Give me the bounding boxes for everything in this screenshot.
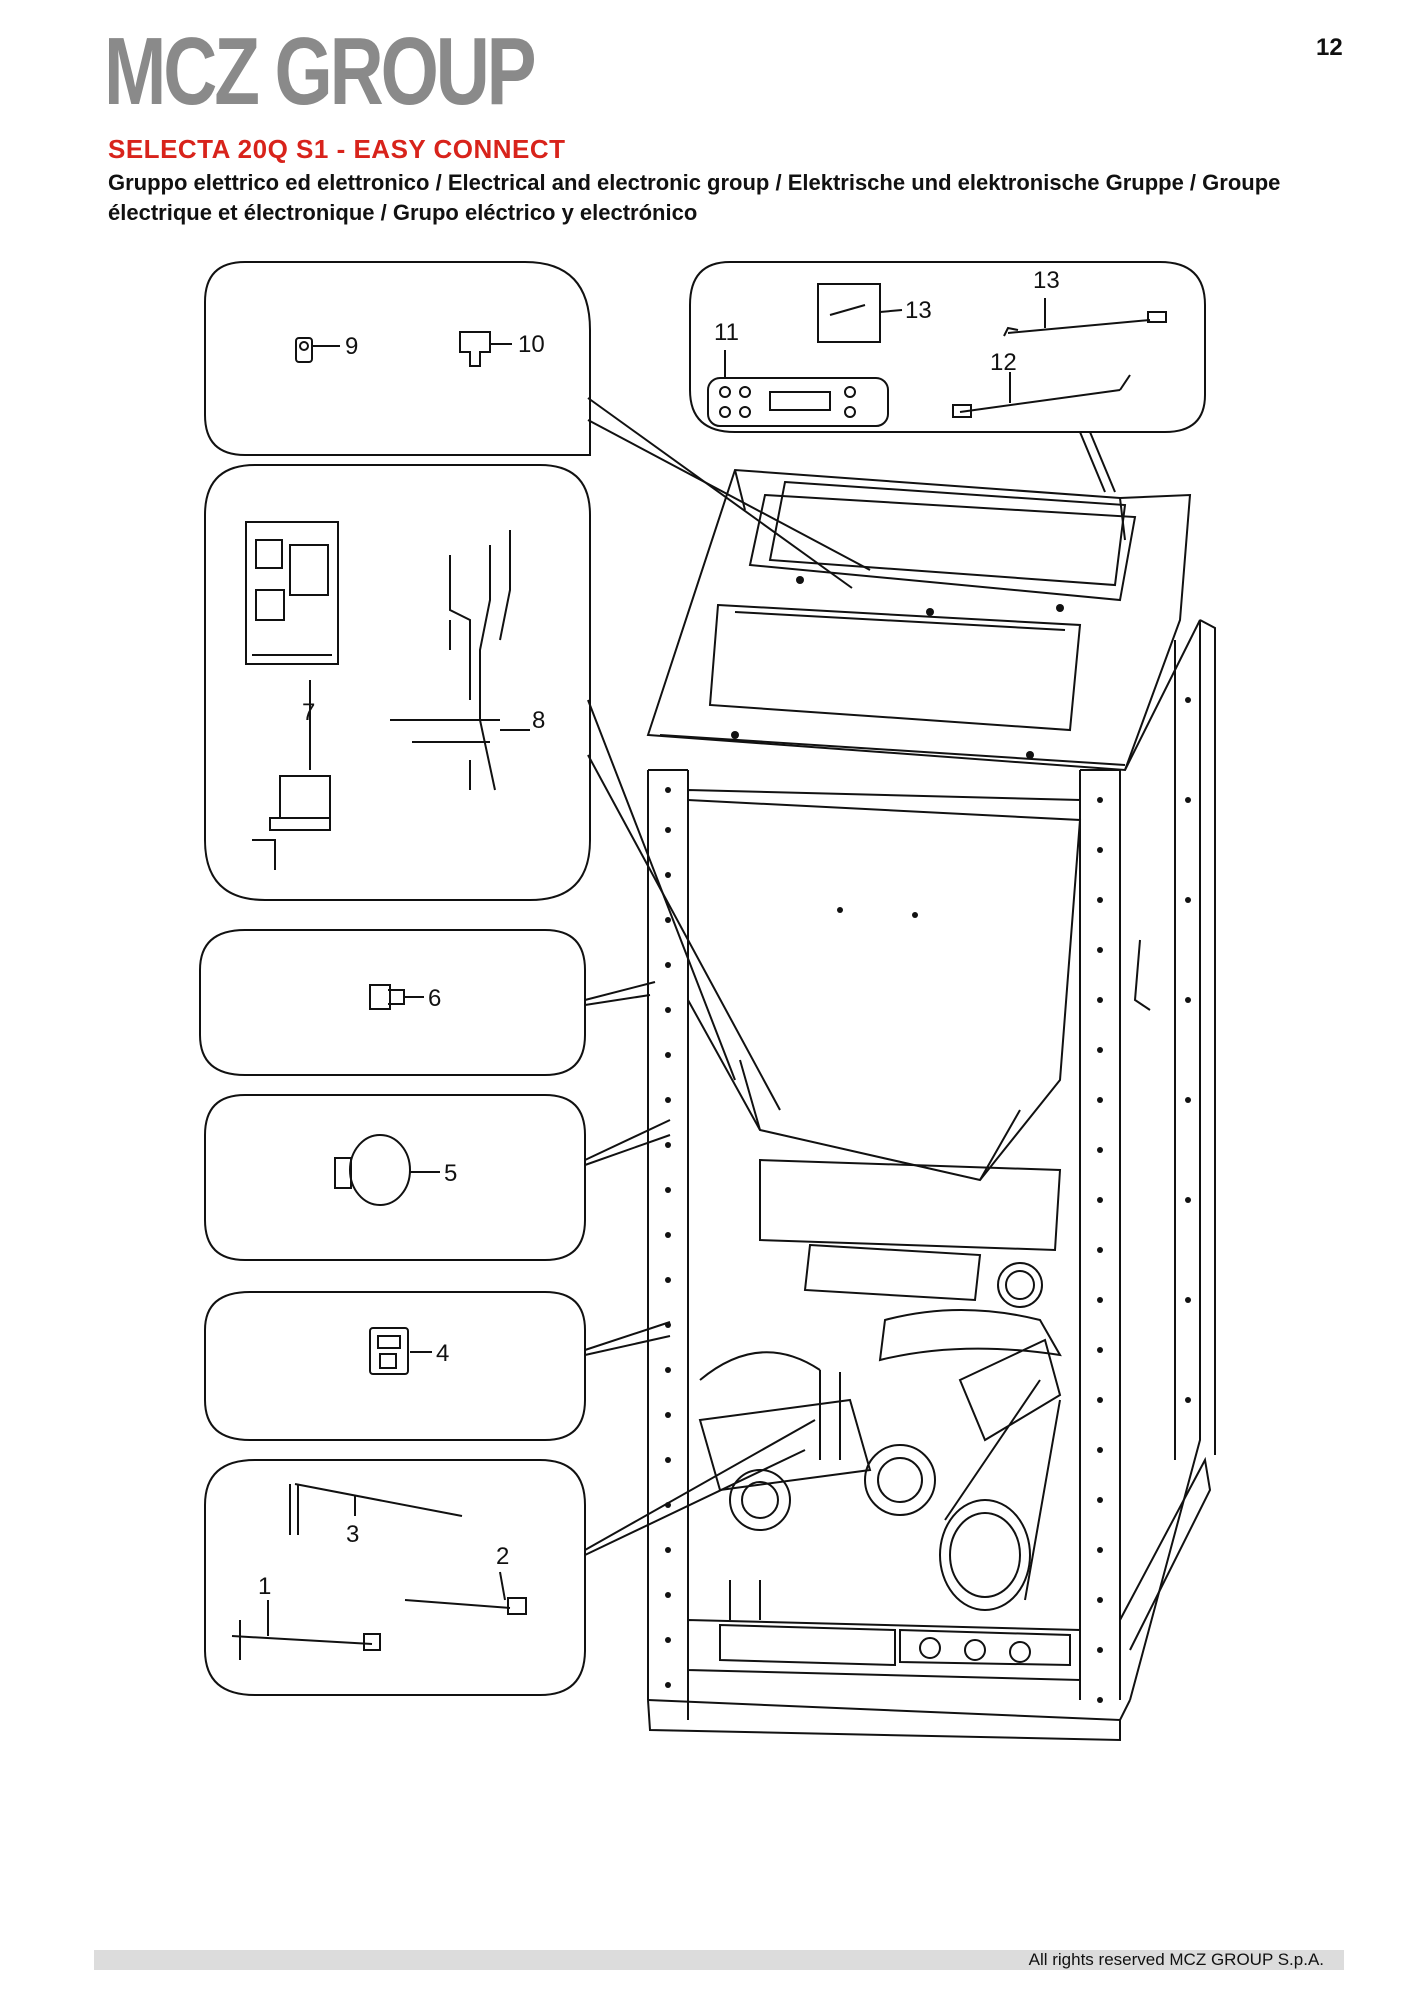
footer-copyright: All rights reserved MCZ GROUP S.p.A. <box>1028 1950 1324 1969</box>
callout-13-cable: 13 <box>1033 267 1060 294</box>
callout-7: 7 <box>302 699 315 726</box>
callout-5: 5 <box>444 1160 457 1187</box>
bubble-sensors <box>204 261 591 456</box>
footer-bar <box>94 1950 1344 1970</box>
callout-12: 12 <box>990 349 1017 376</box>
bubble-electronics <box>204 464 591 901</box>
callout-6: 6 <box>428 985 441 1012</box>
callout-2: 2 <box>496 1543 509 1570</box>
mcz-group-logo: MCZ GROUP <box>104 18 537 125</box>
bubble-display <box>689 261 1206 433</box>
bubble-probes <box>204 1459 586 1696</box>
callout-4: 4 <box>436 1340 449 1367</box>
callout-10: 10 <box>518 331 545 358</box>
callout-11: 11 <box>714 319 739 346</box>
callout-3: 3 <box>346 1521 359 1548</box>
page-subtitle: Gruppo elettrico ed elettronico / Electr… <box>108 170 1281 225</box>
callout-8: 8 <box>532 707 545 734</box>
callout-13-panel: 13 <box>905 297 932 324</box>
bubble-part4 <box>204 1291 586 1441</box>
callout-9: 9 <box>345 333 358 360</box>
bubble-part6 <box>199 929 586 1076</box>
bubble-part5 <box>204 1094 586 1261</box>
page-title: SELECTA 20Q S1 - EASY CONNECT <box>108 134 566 164</box>
page-number: 12 <box>1316 34 1343 61</box>
callout-1: 1 <box>258 1573 271 1600</box>
